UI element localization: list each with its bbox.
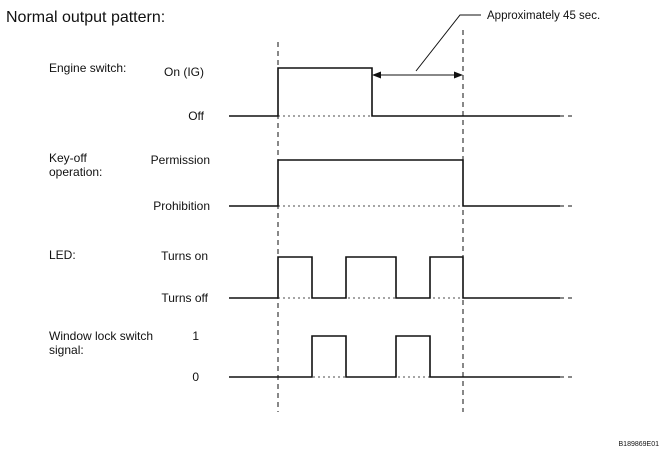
signal-waveform [229,256,560,299]
annotation-leader-line [415,14,481,72]
signal-high-label: On (IG) [164,65,204,79]
duration-arrow-left-icon [372,71,381,79]
signal-high-label: Turns on [161,249,208,263]
signal-waveform [229,67,560,117]
signal-low-label: Prohibition [153,199,210,213]
signal-label: Engine switch: [49,61,126,75]
duration-arrow-right-icon [454,71,463,79]
duration-annotation: Approximately 45 sec. [487,10,600,22]
signal-led: LED: Turns on Turns off [49,248,576,305]
diagram-title: Normal output pattern: [6,9,165,26]
signal-engine-switch: Engine switch: On (IG) Off [49,61,576,123]
signal-high-label: Permission [151,153,210,167]
figure-code: B189869E01 [619,441,660,448]
signal-label: LED: [49,248,76,262]
signal-waveform [229,335,560,378]
signal-low-label: 0 [192,370,199,384]
signal-low-label: Turns off [161,291,208,305]
signal-waveform [229,159,560,207]
signal-high-label: 1 [192,329,199,343]
signal-low-label: Off [188,109,204,123]
